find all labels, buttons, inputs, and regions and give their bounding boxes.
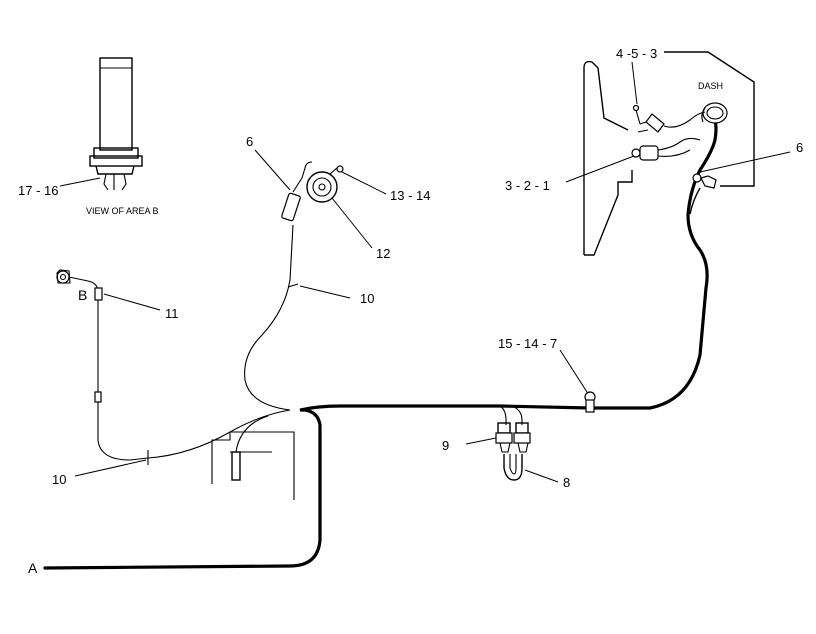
horn-12 bbox=[306, 165, 344, 203]
callout-4-5-3: 4 -5 - 3 bbox=[616, 46, 657, 61]
switch-3-2-1 bbox=[631, 137, 701, 161]
horn-branch-wire bbox=[244, 224, 294, 411]
callout-15-14-7: 15 - 14 - 7 bbox=[498, 336, 557, 351]
ground-bracket bbox=[211, 415, 295, 500]
clip-15-14-7 bbox=[584, 391, 596, 413]
callout-6-right: 6 bbox=[796, 140, 803, 155]
callout-11: 11 bbox=[165, 306, 179, 321]
connector-6-right bbox=[692, 173, 717, 189]
horn-connector-6 bbox=[281, 161, 313, 222]
callout-8: 8 bbox=[563, 475, 570, 490]
point-a-label: A bbox=[28, 560, 38, 576]
point-b-label: B bbox=[78, 287, 87, 303]
callout-9: 9 bbox=[442, 438, 449, 453]
hose-8 bbox=[503, 454, 523, 481]
clip-11 bbox=[94, 287, 103, 301]
dash-gauge bbox=[701, 102, 728, 124]
left-branch-wire bbox=[97, 402, 291, 461]
pressure-switch-9 bbox=[495, 422, 513, 453]
pressure-switch-8 bbox=[513, 422, 531, 453]
callout-10-upper: 10 bbox=[360, 291, 374, 306]
switch-4-5-3 bbox=[632, 104, 706, 133]
dash-panel bbox=[583, 51, 755, 256]
callout-6-left: 6 bbox=[246, 134, 253, 149]
area-b-caption: VIEW OF AREA B bbox=[86, 206, 159, 216]
area-b-callout: 17 - 16 bbox=[18, 183, 58, 198]
main-harness bbox=[43, 110, 718, 570]
callout-13-14: 13 - 14 bbox=[390, 188, 430, 203]
callout-3-2-1: 3 - 2 - 1 bbox=[505, 178, 550, 193]
area-b-detail bbox=[59, 57, 143, 191]
callout-10-lower: 10 bbox=[52, 472, 66, 487]
dash-label: DASH bbox=[698, 81, 723, 91]
callout-12: 12 bbox=[376, 246, 390, 261]
